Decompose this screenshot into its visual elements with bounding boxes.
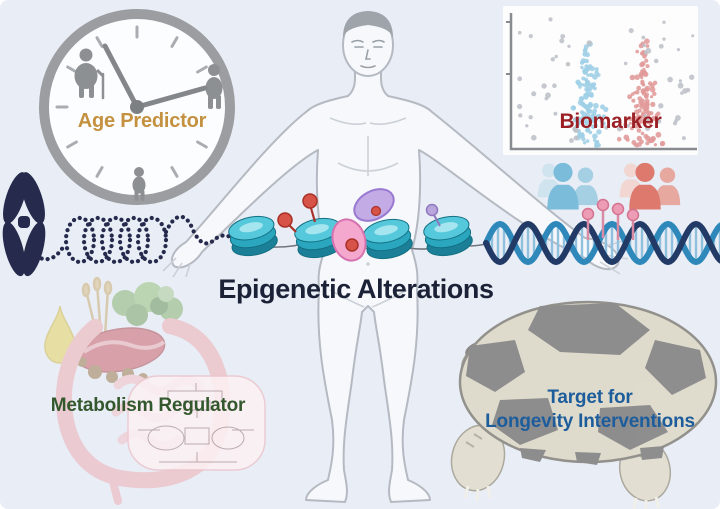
greens-icon: [112, 282, 183, 326]
tortoise-icon: [450, 300, 718, 509]
metabolic-pathway-panel: [127, 375, 266, 471]
methylation-lollipops: [581, 198, 640, 240]
longevity-target-line2: Longevity Interventions: [485, 411, 695, 432]
chromosome-x-icon: [2, 172, 46, 277]
dna-double-helix-icon: [483, 220, 720, 266]
clock-ticks: [55, 25, 208, 178]
purple-protein-icon: [353, 188, 395, 222]
clock-hands: [102, 43, 208, 114]
nucleosome-icon: [363, 218, 413, 260]
nucleosome-icon: [228, 215, 278, 257]
body-detail-lines: [162, 117, 629, 308]
scatter-points: [517, 17, 695, 148]
longevity-target-label: Target for Longevity Interventions: [462, 386, 718, 434]
hair: [342, 11, 394, 40]
longevity-target-line1: Target for: [547, 387, 633, 408]
age-predictor-clock-icon: [39, 9, 235, 205]
methyl-mark-icon: [345, 238, 359, 252]
child-person-icon: [132, 167, 146, 201]
volcano-plot: [503, 6, 698, 155]
methyl-mark-icon: [277, 193, 318, 233]
turtle-shell-patches: [466, 303, 706, 465]
face-features: [351, 39, 385, 69]
beaded-dna-string: [33, 214, 239, 265]
biomarker-label: Biomarker: [559, 110, 662, 133]
metabolism-regulator-label: Metabolism Regulator: [50, 395, 246, 416]
chromatin-dna-layer: [2, 172, 720, 277]
nucleosome-icon: [294, 217, 344, 259]
methyl-mark-icon: [370, 205, 382, 217]
pathway-diagram-lines: [138, 383, 254, 463]
figure-title: Epigenetic Alterations: [218, 274, 494, 304]
adult-person-icon: [205, 64, 223, 109]
red-people-group-icon: [619, 162, 681, 210]
elderly-person-icon: [74, 48, 105, 100]
blue-people-group-icon: [537, 162, 599, 210]
plot-axes: [509, 13, 697, 151]
purple-mark-icon: [425, 203, 441, 227]
axis-ticks: [506, 21, 511, 75]
age-predictor-label: Age Predictor: [77, 110, 207, 132]
nucleosome-icon: [423, 215, 473, 257]
cohort-people-groups: [537, 162, 681, 210]
